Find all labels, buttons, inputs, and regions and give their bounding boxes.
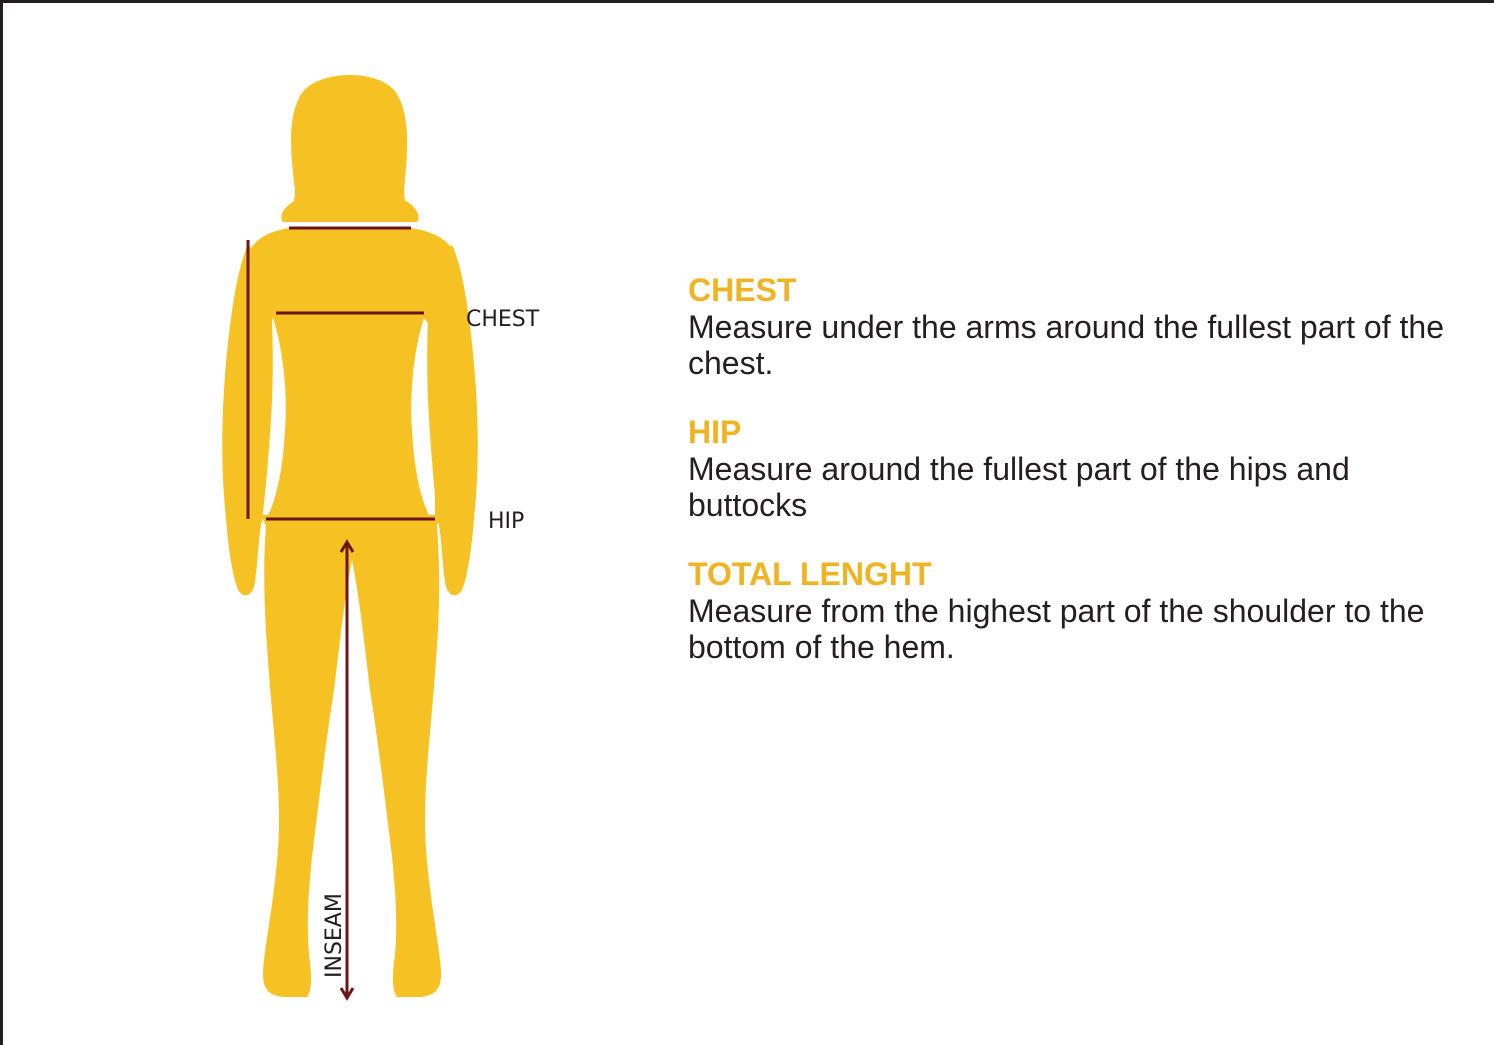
hip-section: HIP Measure around the fullest part of t…	[688, 414, 1448, 523]
hip-label: HIP	[488, 509, 524, 534]
total-length-heading: TOTAL LENGHT	[688, 556, 1448, 592]
measurement-info-panel: CHEST Measure under the arms around the …	[688, 272, 1448, 698]
total-length-description: Measure from the highest part of the sho…	[688, 593, 1448, 665]
legs-shape	[263, 528, 441, 997]
chest-description: Measure under the arms around the fulles…	[688, 309, 1448, 381]
chest-section: CHEST Measure under the arms around the …	[688, 272, 1448, 381]
inseam-label: INSEAM	[322, 893, 347, 978]
chest-label: CHEST	[466, 307, 540, 332]
hip-description: Measure around the fullest part of the h…	[688, 451, 1448, 523]
head-hair-shape	[283, 75, 417, 222]
total-length-section: TOTAL LENGHT Measure from the highest pa…	[688, 556, 1448, 665]
hip-heading: HIP	[688, 414, 1448, 450]
chest-heading: CHEST	[688, 272, 1448, 308]
